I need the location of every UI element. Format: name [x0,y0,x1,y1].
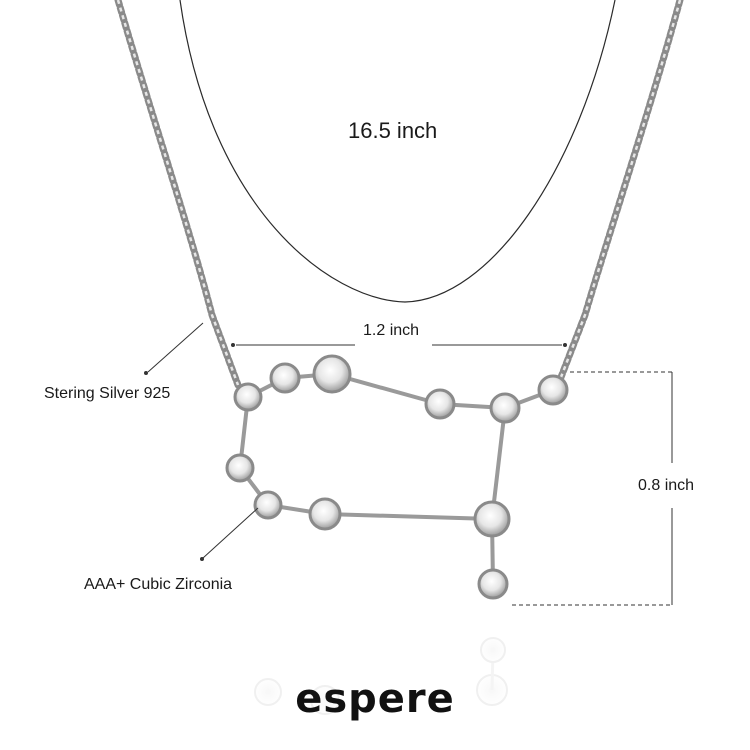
material-callout-dot [144,371,148,375]
stone-7 [225,453,255,483]
height-dimension-guide [512,371,673,606]
stone-5 [489,392,521,424]
pendant-height-label: 0.8 inch [638,477,695,494]
stone-callout-dot [200,557,204,561]
width-guide-right-dot [563,343,567,347]
chain-left-strand-highlight [116,0,240,386]
chain-right-strand-highlight [556,0,682,386]
stone-4 [424,388,456,420]
pendant-stones [225,354,569,600]
stone-2 [269,362,301,394]
stone-3 [312,354,352,394]
stone-label: AAA+ Cubic Zirconia [84,576,233,593]
chain-left-strand [114,0,242,389]
stone-10 [473,500,511,538]
pendant-reflection [254,637,508,715]
chain-right-strand [554,0,684,389]
width-guide-left-dot [231,343,235,347]
stone-9 [308,497,342,531]
back-chain-curve [179,0,616,303]
pendant-width-label: 1.2 inch [363,322,420,339]
stone-6 [537,374,569,406]
stone-1 [233,382,263,412]
stone-11 [477,568,509,600]
chain-length-label: 16.5 inch [348,118,438,143]
stone-8 [253,490,283,520]
callout-lines [147,322,259,559]
brand-logo: espere [295,676,455,722]
material-label: Stering Silver 925 [44,385,171,402]
